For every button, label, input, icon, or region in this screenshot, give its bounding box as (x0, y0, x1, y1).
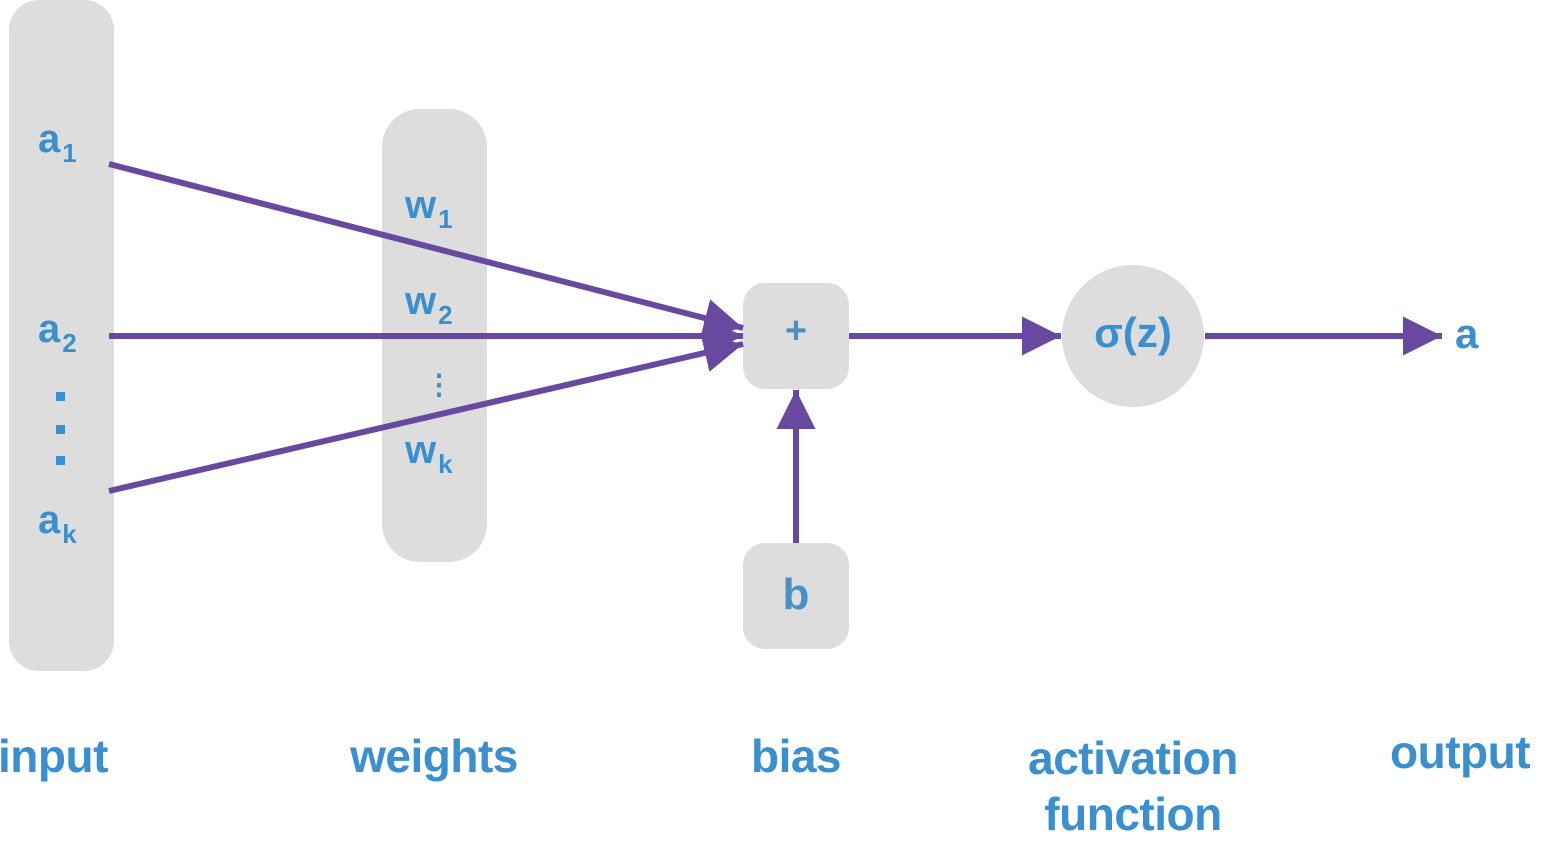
input-ellipsis-dot (56, 456, 65, 465)
edge-ak-to-sum (108, 333, 744, 494)
weight-w2-subscript: 2 (438, 300, 453, 330)
weight-wk-base: w (405, 428, 437, 472)
activation-node-label: σ(z) (1094, 309, 1172, 356)
weight-wk: wk (405, 428, 453, 480)
input-ak-subscript: k (62, 519, 77, 549)
input-a1-subscript: 1 (62, 138, 77, 168)
edge-a1-to-sum (108, 161, 744, 338)
input-ak-base: a (38, 498, 61, 542)
input-a1: a1 (38, 117, 77, 169)
activation-node-circle (1062, 265, 1204, 407)
caption-activation-line1: activation (1028, 732, 1238, 784)
weight-w1-base: w (405, 183, 437, 227)
output-node-label: a (1455, 310, 1479, 357)
caption-bias: bias (750, 730, 842, 782)
input-a1-base: a (38, 117, 61, 161)
input-ellipsis (52, 388, 72, 465)
sum-node-label: + (784, 310, 808, 352)
input-a2: a2 (38, 307, 77, 359)
caption-weights: weights (350, 730, 518, 782)
bias-node-box (743, 543, 849, 649)
weight-w1-subscript: 1 (438, 204, 453, 234)
input-ellipsis-dot (56, 392, 65, 401)
weight-w2-base: w (405, 279, 437, 323)
weight-ellipsis: ⋮ (425, 369, 453, 400)
sum-node-box (743, 283, 849, 389)
caption-activation-line2: function (1044, 788, 1222, 840)
bias-node-label: b (782, 570, 810, 619)
input-ellipsis-dot (56, 425, 65, 434)
input-a2-base: a (38, 307, 61, 351)
weight-w1: w1 (405, 183, 453, 235)
caption-output: output (1390, 726, 1531, 778)
caption-activation-function: activation function (1008, 730, 1258, 842)
caption-input: input (0, 730, 108, 782)
weight-w2: w2 (405, 279, 453, 331)
weight-wk-subscript: k (438, 449, 453, 479)
input-ak: ak (38, 498, 77, 550)
input-panel (9, 0, 114, 671)
input-a2-subscript: 2 (62, 328, 77, 358)
